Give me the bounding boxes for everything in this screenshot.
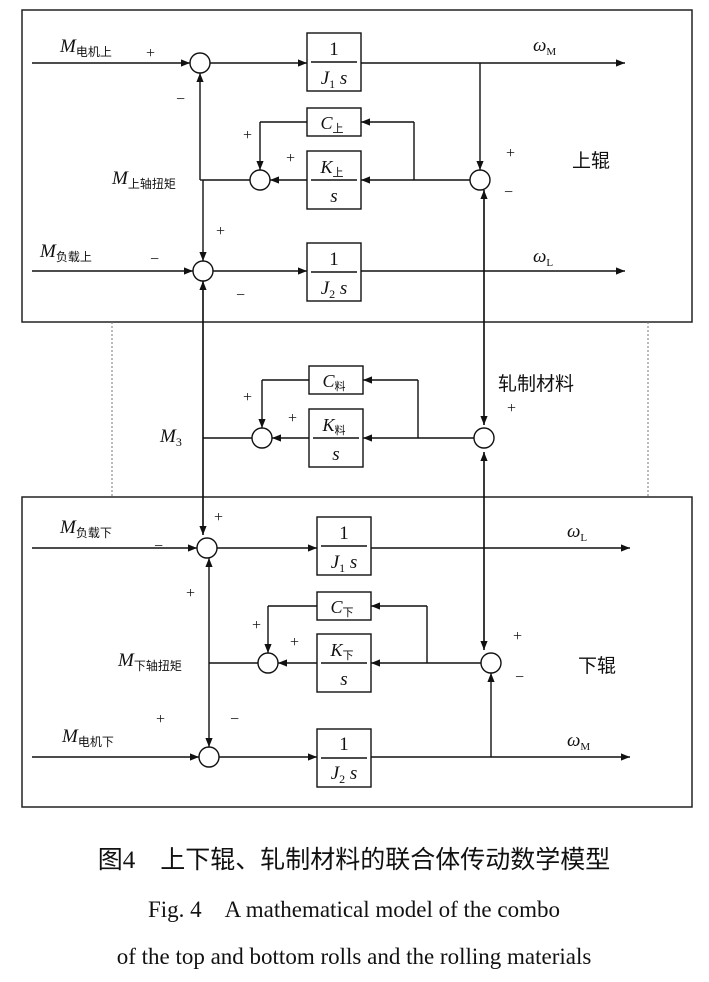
svg-text:M负载下: M负载下: [59, 517, 112, 540]
svg-text:1: 1: [339, 523, 349, 544]
rolling-material-label: 轧制材料: [498, 373, 574, 395]
top-roll-label: 上辊: [572, 150, 610, 172]
svg-text:s: s: [332, 444, 339, 465]
svg-text:M3: M3: [159, 426, 182, 449]
svg-text:J1 s: J1 s: [321, 68, 348, 91]
svg-text:M电机下: M电机下: [61, 726, 114, 749]
top-roll-frame: [21, 9, 693, 323]
svg-text:ωM: ωM: [533, 35, 556, 58]
svg-text:−: −: [230, 711, 239, 728]
svg-text:−: −: [515, 669, 524, 686]
sum-top-speed: [469, 169, 491, 191]
top-section: [32, 32, 625, 302]
svg-text:+: +: [507, 400, 516, 417]
svg-text:ωL: ωL: [533, 246, 553, 269]
sum-mid-speed: [473, 427, 495, 449]
svg-text:1: 1: [329, 249, 339, 270]
svg-text:s: s: [340, 669, 347, 690]
svg-text:+: +: [214, 509, 223, 526]
sum-bottom-speed: [480, 652, 502, 674]
sum-bottom-shaft: [257, 652, 279, 674]
svg-text:s: s: [330, 186, 337, 207]
svg-text:+: +: [186, 585, 195, 602]
svg-text:+: +: [243, 127, 252, 144]
sum-bottom-load: [196, 537, 218, 559]
svg-text:+: +: [290, 634, 299, 651]
svg-text:J2 s: J2 s: [321, 278, 348, 301]
caption-en-line2: of the top and bottom rolls and the roll…: [117, 944, 592, 969]
bottom-roll-label: 下辊: [578, 655, 616, 677]
svg-text:+: +: [156, 711, 165, 728]
svg-text:ωM: ωM: [567, 730, 590, 753]
svg-text:+: +: [513, 628, 522, 645]
svg-text:ωL: ωL: [567, 521, 587, 544]
caption-en-line1: Fig. 4 A mathematical model of the combo: [148, 897, 560, 922]
svg-text:J2 s: J2 s: [331, 763, 358, 786]
svg-text:M下轴扭矩: M下轴扭矩: [117, 650, 182, 673]
svg-text:J1 s: J1 s: [331, 552, 358, 575]
sum-top-motor: [189, 52, 211, 74]
sum-top-shaft: [249, 169, 271, 191]
svg-text:−: −: [504, 184, 513, 201]
sum-bottom-motor: [198, 746, 220, 768]
sum-top-load: [192, 260, 214, 282]
svg-text:M电机上: M电机上: [59, 36, 112, 59]
svg-text:+: +: [506, 145, 515, 162]
svg-text:M上轴扭矩: M上轴扭矩: [111, 168, 176, 191]
block-mid-c: [308, 365, 364, 395]
svg-text:−: −: [236, 287, 245, 304]
sum-mid-torque: [251, 427, 273, 449]
svg-text:+: +: [252, 617, 261, 634]
svg-text:−: −: [150, 251, 159, 268]
svg-text:−: −: [176, 91, 185, 108]
link-lines: [199, 190, 488, 650]
svg-text:+: +: [146, 45, 155, 62]
svg-text:+: +: [286, 150, 295, 167]
bottom-roll-frame: [21, 496, 693, 808]
svg-text:M负载上: M负载上: [39, 241, 92, 264]
svg-text:+: +: [216, 223, 225, 240]
svg-text:+: +: [243, 389, 252, 406]
svg-text:1: 1: [329, 39, 339, 60]
bottom-section: [32, 516, 630, 788]
svg-text:−: −: [154, 538, 163, 555]
svg-text:+: +: [288, 410, 297, 427]
svg-text:1: 1: [339, 734, 349, 755]
middle-section: [203, 365, 495, 468]
block-bottom-c: [316, 591, 372, 621]
caption-cn: 图4 上下辊、轧制材料的联合体传动数学模型: [98, 846, 611, 874]
